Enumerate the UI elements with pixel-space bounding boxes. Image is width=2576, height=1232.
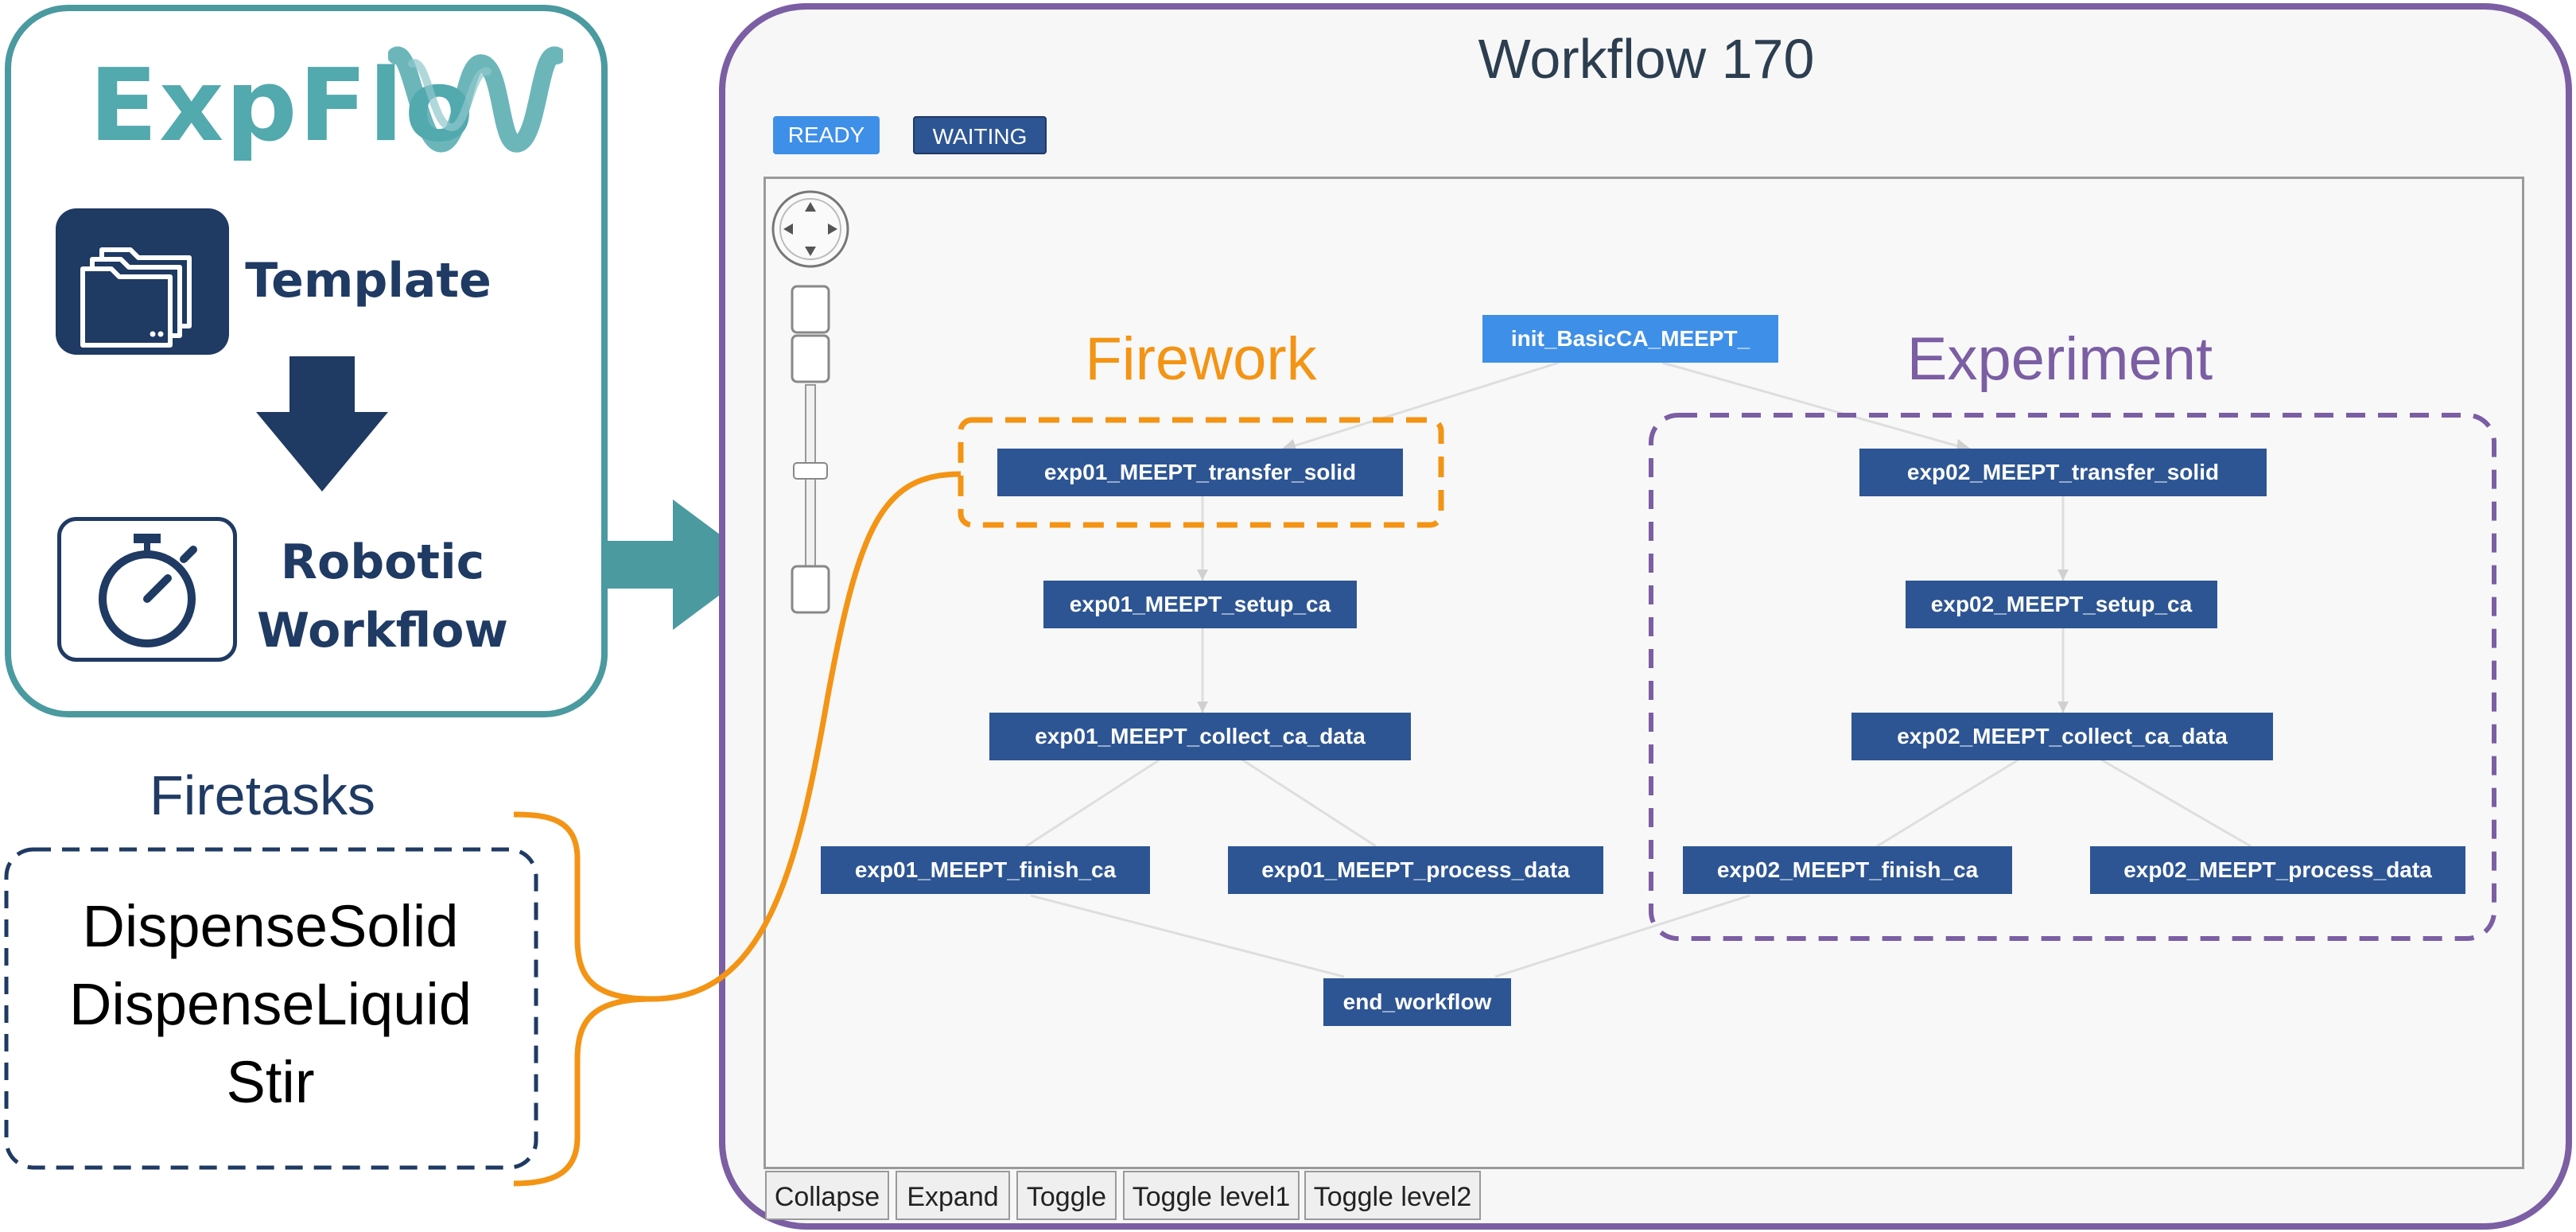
template-label: Template (245, 253, 491, 309)
node-exp02-setup-ca[interactable]: exp02_MEEPT_setup_ca (1906, 581, 2217, 628)
zoom-reset-button[interactable] (791, 565, 830, 614)
folders-icon (80, 247, 192, 348)
zoom-in-button[interactable] (791, 285, 830, 334)
experiment-dashed-box (1649, 413, 2496, 941)
workflow-title: Workflow 170 (1478, 28, 1815, 90)
experiment-callout-label: Experiment (1906, 325, 2213, 393)
pan-right-icon[interactable] (828, 223, 837, 235)
zoom-slider-handle[interactable] (793, 462, 828, 480)
state-button-ready[interactable]: READY (773, 116, 880, 154)
workflow-tile (57, 517, 237, 662)
firetask-item-1: DispenseLiquid (68, 971, 472, 1037)
node-exp02-process-data[interactable]: exp02_MEEPT_process_data (2090, 846, 2465, 894)
firetasks-dashed-box (4, 847, 538, 1170)
workflow-label-line1: Robotic (280, 534, 485, 590)
node-exp01-finish-ca[interactable]: exp01_MEEPT_finish_ca (821, 846, 1150, 894)
node-exp01-transfer-solid[interactable]: exp01_MEEPT_transfer_solid (997, 449, 1403, 496)
zoom-navigator (771, 190, 849, 614)
firetasks-title: Firetasks (150, 764, 375, 826)
state-button-waiting[interactable]: WAITING (913, 116, 1047, 154)
down-arrow-icon (256, 356, 388, 492)
stopwatch-icon (99, 534, 197, 647)
zoom-out-button[interactable] (791, 334, 830, 383)
firetask-item-2: Stir (226, 1049, 315, 1115)
firetask-item-0: DispenseSolid (82, 893, 459, 959)
pan-down-icon[interactable] (805, 247, 816, 256)
firetask-connector-curve (651, 471, 962, 1002)
pan-up-icon[interactable] (805, 202, 816, 212)
right-arrow-icon (604, 499, 760, 630)
node-exp01-setup-ca[interactable]: exp01_MEEPT_setup_ca (1043, 581, 1357, 628)
template-tile (56, 208, 229, 355)
expand-button[interactable]: Expand (896, 1171, 1010, 1220)
node-exp02-collect-ca-data[interactable]: exp02_MEEPT_collect_ca_data (1851, 713, 2273, 760)
pan-left-icon[interactable] (783, 223, 793, 235)
pan-control[interactable] (771, 190, 849, 268)
collapse-button[interactable]: Collapse (765, 1171, 889, 1220)
node-exp01-process-data[interactable]: exp01_MEEPT_process_data (1228, 846, 1603, 894)
node-exp02-transfer-solid[interactable]: exp02_MEEPT_transfer_solid (1859, 449, 2267, 496)
firetasks-brace (513, 811, 653, 1187)
logo-wave-icon (388, 46, 563, 153)
node-exp02-finish-ca[interactable]: exp02_MEEPT_finish_ca (1683, 846, 2012, 894)
toggle-level2-button[interactable]: Toggle level2 (1304, 1171, 1481, 1220)
node-end-workflow[interactable]: end_workflow (1323, 978, 1511, 1026)
toggle-level1-button[interactable]: Toggle level1 (1123, 1171, 1300, 1220)
toggle-button[interactable]: Toggle (1016, 1171, 1117, 1220)
node-exp01-collect-ca-data[interactable]: exp01_MEEPT_collect_ca_data (989, 713, 1411, 760)
workflow-label-line2: Workflow (257, 603, 508, 659)
firework-dashed-box (958, 417, 1444, 528)
firework-callout-label: Firework (1085, 325, 1317, 393)
node-init[interactable]: init_BasicCA_MEEPT_ (1482, 315, 1778, 363)
